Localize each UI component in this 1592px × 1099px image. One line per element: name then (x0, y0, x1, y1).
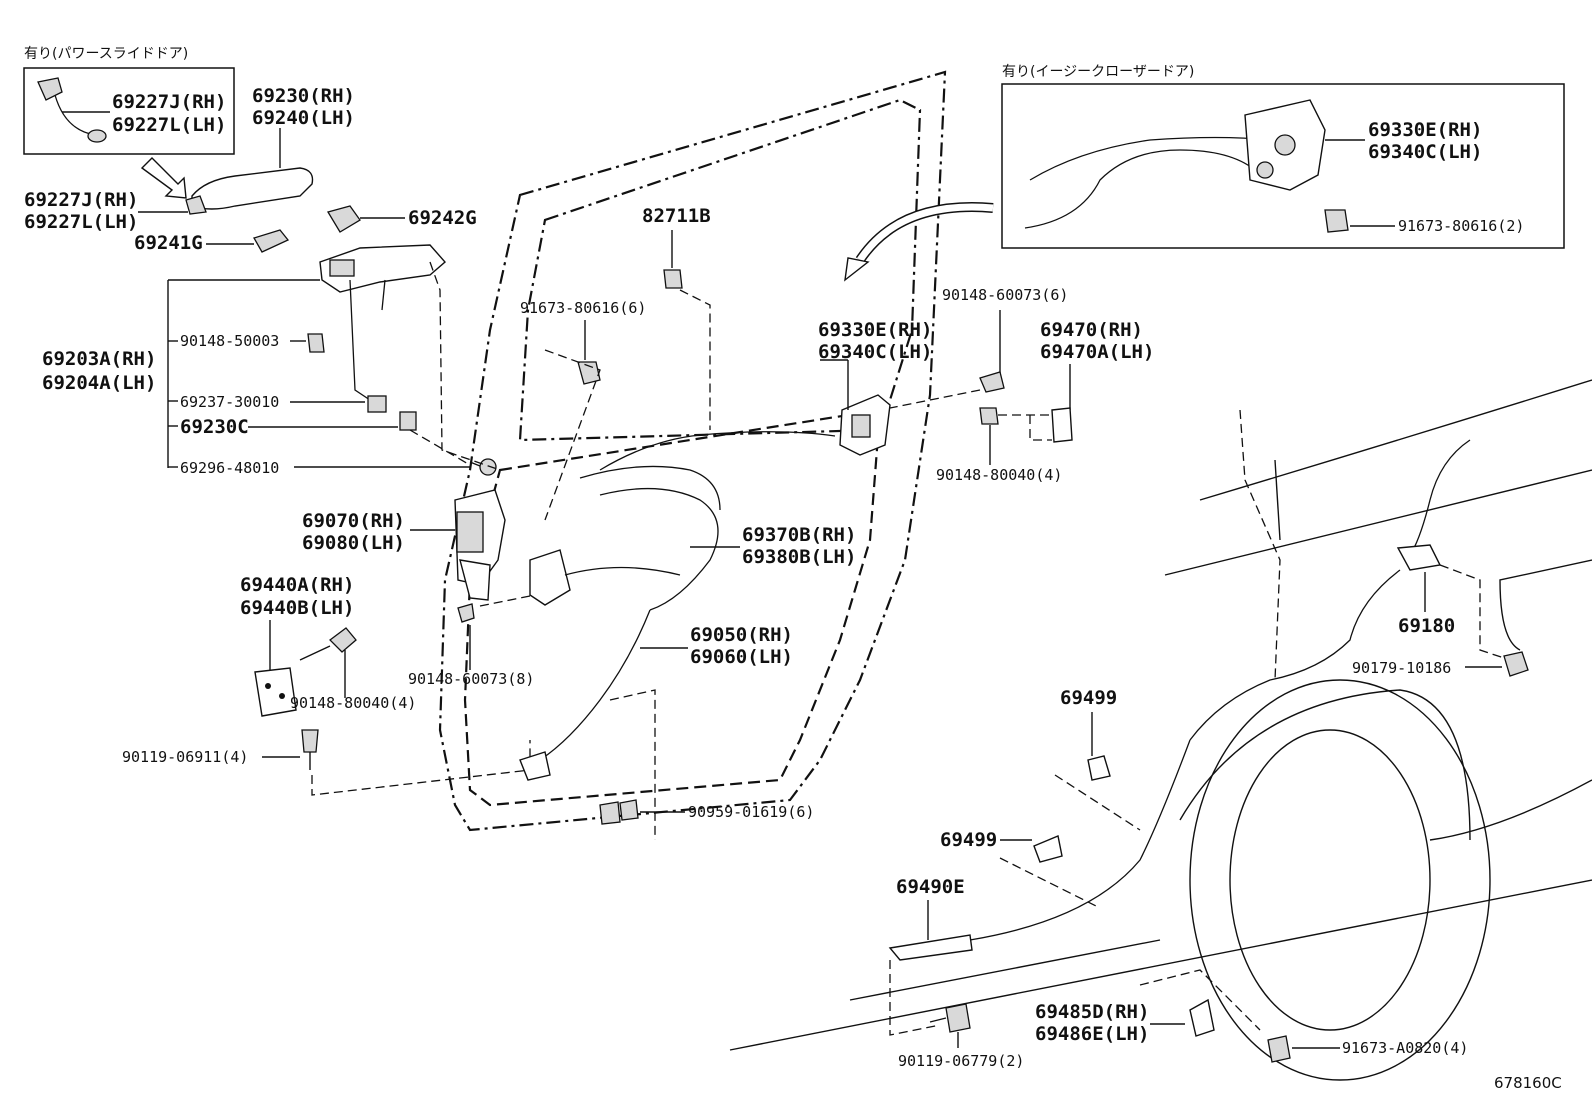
label-69470-rh: 69470(RH) (1040, 319, 1143, 341)
cable-guide-icon (888, 934, 973, 961)
hinge-group: 69440A(RH) 69440B(LH) 90148-80040(4) 901… (122, 574, 531, 796)
label-69230-rh: 69230(RH) (252, 85, 355, 107)
label-91673-80616-6: 91673-80616(6) (520, 299, 646, 317)
clamp-icon (599, 801, 621, 825)
label-69330e-rh-inset: 69330E(RH) (1368, 119, 1482, 141)
bolt-icon-lower (457, 603, 475, 623)
label-69440b-lh: 69440B(LH) (240, 597, 354, 619)
label-69230c: 69230C (180, 416, 249, 438)
bolt-icon-center (577, 361, 601, 385)
label-69370b-rh: 69370B(RH) (742, 524, 856, 546)
label-69440a-rh: 69440A(RH) (240, 574, 354, 596)
label-90148-50003: 90148-50003 (180, 332, 279, 350)
cable-clamp-icon-b (1033, 835, 1063, 863)
label-69080-lh: 69080(LH) (302, 532, 405, 554)
label-69240-lh: 69240(LH) (252, 107, 355, 129)
center-fasteners-group: 82711B 91673-80616(6) (520, 205, 711, 521)
label-91673-a0820-4: 91673-A0820(4) (1342, 1039, 1468, 1057)
label-69227l-lh: 69227L(LH) (24, 211, 138, 233)
bolt-icon-sill (945, 1003, 971, 1033)
label-69050-rh: 69050(RH) (690, 624, 793, 646)
handle-cap-icon (327, 205, 361, 233)
bolt-icon-bracket (1267, 1035, 1291, 1063)
diagram-reference-number: 678160C (1494, 1074, 1562, 1092)
outside-handle-group: 69230(RH) 69240(LH) 69227J(RH) 69227L(LH… (24, 85, 477, 254)
reference-arrow-icon (140, 157, 187, 199)
remote-control-icon (529, 549, 571, 606)
lower-clamps-group: 69499 69499 69490E 90119-06779(2) 69485D… (888, 687, 1468, 1070)
label-90148-80040-4-left: 90148-80040(4) (290, 694, 416, 712)
bracket-icon (1189, 998, 1215, 1037)
rear-lock-group: 69330E(RH) 69340C(LH) 90148-60073(6) 694… (818, 286, 1154, 484)
inset-caption-power-slide-door: 有り(パワースライドドア) (24, 46, 188, 62)
label-69470a-lh: 69470A(LH) (1040, 341, 1154, 363)
cable-clamp-icon-a (1087, 755, 1111, 781)
handle-sensor-connector-icon (37, 77, 63, 101)
label-69241g: 69241G (134, 232, 203, 254)
label-69340c-lh-main: 69340C(LH) (818, 341, 932, 363)
clip-icon (663, 269, 683, 289)
label-69296-48010: 69296-48010 (180, 459, 279, 477)
cable-end-icon (519, 751, 551, 781)
label-90119-06911-4: 90119-06911(4) (122, 748, 248, 766)
hinge-plate-icon (254, 667, 297, 717)
label-90148-60073-6: 90148-60073(6) (942, 286, 1068, 304)
label-82711b: 82711B (642, 205, 711, 227)
label-69227j-rh: 69227J(RH) (24, 189, 138, 211)
outside-handle-icon (191, 167, 314, 210)
label-69499-b: 69499 (940, 829, 997, 851)
bolt-icon-rear (979, 371, 1005, 393)
label-69330e-rh-main: 69330E(RH) (818, 319, 932, 341)
bolt-head-icon (329, 627, 357, 653)
vehicle-body (729, 379, 1592, 1081)
bolt-icon-inset (1324, 209, 1349, 233)
label-69242g: 69242G (408, 207, 477, 229)
label-90148-80040-4-right: 90148-80040(4) (936, 466, 1062, 484)
nut-icon (1503, 651, 1529, 677)
label-91673-80616-2: 91673-80616(2) (1398, 217, 1524, 235)
fuel-lid-opener-icon (1396, 544, 1442, 571)
bolt-icon (301, 729, 319, 753)
label-69486e-lh: 69486E(LH) (1035, 1023, 1149, 1045)
fuel-lid-group: 69180 90179-10186 (969, 439, 1529, 941)
label-69380b-lh: 69380B(LH) (742, 546, 856, 568)
label-69070-rh: 69070(RH) (302, 510, 405, 532)
label-90179-10186: 90179-10186 (1352, 659, 1451, 677)
lock-actuator-group: 69070(RH) 69080(LH) (302, 489, 506, 601)
label-69499-a: 69499 (1060, 687, 1117, 709)
label-69237-30010: 69237-30010 (180, 393, 279, 411)
label-90119-06779-2: 90119-06779(2) (898, 1052, 1024, 1070)
label-69340c-lh-inset: 69340C(LH) (1368, 141, 1482, 163)
striker-icon (1051, 407, 1073, 443)
label-90148-60073-8: 90148-60073(8) (408, 670, 534, 688)
handle-frame-group: 69203A(RH) 69204A(LH) 90148-50003 69237-… (42, 244, 501, 477)
label-69203a-rh: 69203A(RH) (42, 348, 156, 370)
screw-icon (307, 333, 325, 353)
label-69227j-rh-inset: 69227J(RH) (112, 91, 226, 113)
pointer-arrow-icon (844, 257, 870, 282)
label-69060-lh: 69060(LH) (690, 646, 793, 668)
label-69227l-lh-inset: 69227L(LH) (112, 114, 226, 136)
grommet-icon (479, 458, 497, 476)
label-69204a-lh: 69204A(LH) (42, 372, 156, 394)
label-69485d-rh: 69485D(RH) (1035, 1001, 1149, 1023)
label-69490e: 69490E (896, 876, 965, 898)
inset-caption-easy-closer-door: 有り(イージークローザードア) (1002, 64, 1194, 80)
easy-closer-door-inset: 有り(イージークローザードア) 69330E(RH) 69340C(LH) 91… (844, 64, 1565, 282)
power-slide-door-inset: 有り(パワースライドドア) 69227J(RH) 69227L(LH) (23, 46, 235, 199)
handle-frame-icon (319, 244, 446, 293)
label-90959-01619-6: 90959-01619(6) (688, 803, 814, 821)
handle-pad-icon (253, 229, 290, 253)
label-69180: 69180 (1398, 615, 1455, 637)
cables-group: 69370B(RH) 69380B(LH) 90148-60073(8) 690… (408, 431, 856, 840)
